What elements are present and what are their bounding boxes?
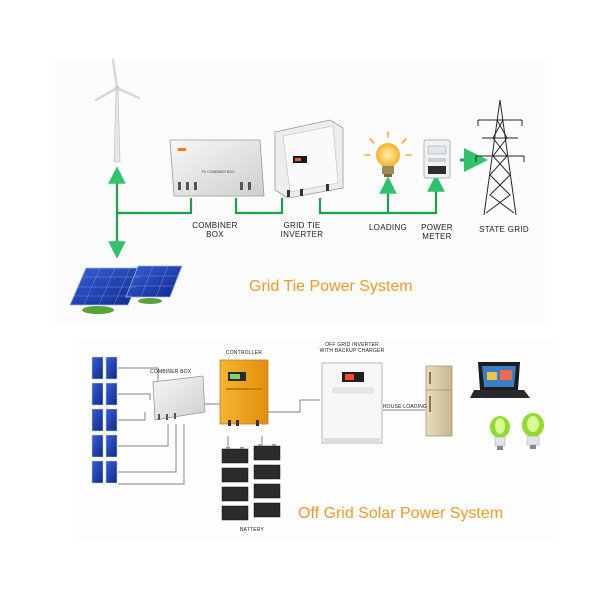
label-off-grid-inverter-line2: WITH BACKUP CHARGER — [319, 347, 385, 354]
label-combiner-box-line1: COMBINER — [192, 221, 238, 230]
label-grid-tie-inverter: GRID TIE INVERTER — [270, 221, 334, 239]
solar-panel-array-icon — [69, 265, 183, 314]
wind-turbine-icon — [94, 58, 141, 163]
label-off-grid-inverter-line1: OFF GRID INVERTER — [325, 342, 379, 348]
label-off-grid-combiner-box: COMBINER BOX — [150, 369, 192, 375]
label-off-grid-inverter: OFF GRID INVERTER WITH BACKUP CHARGER — [310, 342, 394, 355]
label-power-meter: POWER METER — [416, 223, 458, 241]
label-controller: CONTROLLER — [225, 350, 263, 356]
label-state-grid: STATE GRID — [479, 225, 529, 234]
label-combiner-box-line2: BOX — [206, 230, 224, 240]
label-combiner-box: COMBINER BOX — [185, 221, 245, 239]
grid-tie-inverter-icon — [274, 119, 344, 199]
refrigerator-icon — [425, 365, 453, 437]
label-battery: BATTERY — [240, 527, 264, 533]
label-house-loading: HOUSE LOADING — [382, 404, 428, 410]
charge-controller-icon — [219, 359, 269, 426]
energy-saving-bulb-icon — [490, 413, 544, 450]
light-bulb-icon — [364, 131, 412, 177]
power-meter-icon — [423, 139, 451, 179]
label-inverter-line1: GRID TIE — [283, 221, 321, 230]
label-power-meter-line2: METER — [422, 232, 452, 242]
combiner-box-icon — [169, 139, 265, 197]
grid-tie-wiring — [108, 148, 488, 259]
label-power-meter-line1: POWER — [421, 223, 453, 232]
off-grid-inverter-icon — [321, 362, 383, 444]
off-grid-combiner-box-icon — [152, 375, 206, 421]
label-loading: LOADING — [368, 223, 408, 232]
combiner-box-plate-text: PV COMBINER BOX — [202, 170, 236, 174]
battery-bank-icon — [221, 445, 281, 521]
transmission-tower-icon — [475, 99, 525, 216]
laptop-icon — [470, 362, 530, 398]
solar-panel-column-icon — [91, 356, 118, 484]
off-grid-title: Off Grid Solar Power System — [298, 505, 504, 522]
grid-tie-title: Grid Tie Power System — [249, 278, 413, 295]
label-inverter-line2: INVERTER — [280, 230, 324, 240]
off-grid-background — [75, 340, 555, 540]
